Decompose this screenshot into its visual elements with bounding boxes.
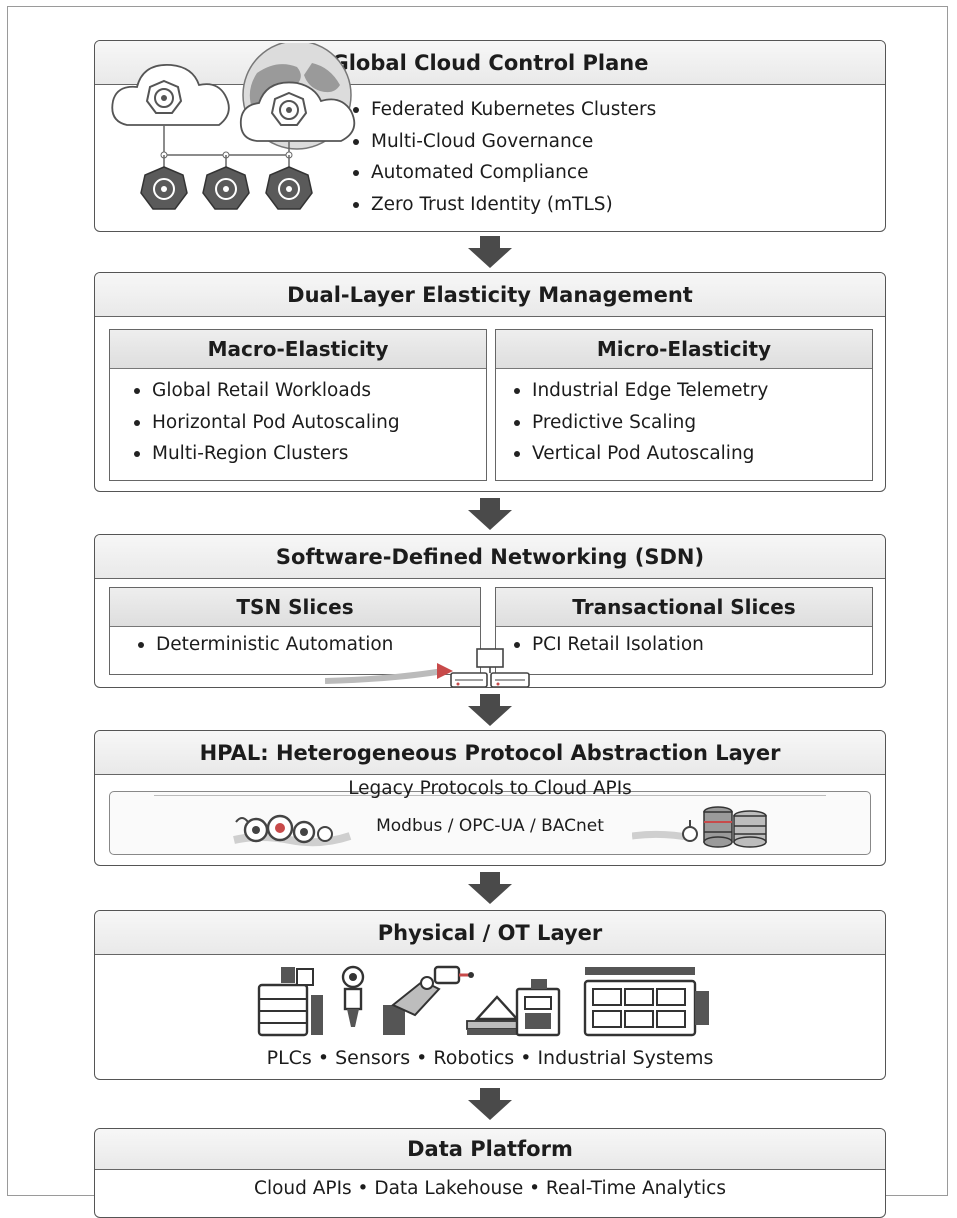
- micro-elasticity-title: Micro-Elasticity: [496, 330, 872, 369]
- network-switch-icon: [325, 663, 453, 684]
- hpal-title: HPAL: Heterogeneous Protocol Abstraction…: [95, 731, 885, 775]
- network-switch-device: [450, 648, 530, 687]
- data-platform: Data Platform Cloud APIs • Data Lakehous…: [94, 1128, 886, 1218]
- list-item: Multi-Region Clusters: [130, 438, 486, 470]
- down-arrow-icon: [468, 1088, 512, 1120]
- macro-elasticity-panel: Macro-Elasticity Global Retail Workloads…: [109, 329, 487, 481]
- list-item: PCI Retail Isolation: [510, 629, 872, 661]
- robot-arm-icon: [383, 965, 474, 1035]
- cloud-icon: [111, 43, 356, 210]
- tsn-slices-list: Deterministic Automation: [134, 629, 480, 661]
- data-platform-title: Data Platform: [95, 1129, 885, 1170]
- hpal-layer: HPAL: Heterogeneous Protocol Abstraction…: [94, 730, 886, 866]
- industrial-equipment-illustration: [257, 965, 709, 1037]
- list-item: Zero Trust Identity (mTLS): [349, 189, 656, 221]
- micro-elasticity-list: Industrial Edge Telemetry Predictive Sca…: [510, 375, 872, 470]
- hpal-protocols: Modbus / OPC-UA / BACnet: [376, 816, 604, 836]
- list-item: Vertical Pod Autoscaling: [510, 438, 872, 470]
- sdn-title: Software-Defined Networking (SDN): [95, 535, 885, 579]
- data-platform-caption: Cloud APIs • Data Lakehouse • Real-Time …: [254, 1178, 726, 1199]
- tsn-slices-panel: TSN Slices Deterministic Automation: [109, 587, 481, 675]
- macro-elasticity-list: Global Retail Workloads Horizontal Pod A…: [130, 375, 486, 470]
- micro-elasticity-panel: Micro-Elasticity Industrial Edge Telemet…: [495, 329, 873, 481]
- elasticity-management: Dual-Layer Elasticity Management Macro-E…: [94, 272, 886, 492]
- physical-title: Physical / OT Layer: [95, 911, 885, 955]
- transactional-slices-panel: Transactional Slices PCI Retail Isolatio…: [495, 587, 873, 675]
- software-defined-networking: Software-Defined Networking (SDN) TSN Sl…: [94, 534, 886, 688]
- hpal-inner-panel: Legacy Protocols to Cloud APIs Modbus / …: [109, 778, 871, 855]
- elasticity-title: Dual-Layer Elasticity Management: [95, 273, 885, 317]
- hpal-subtitle: Legacy Protocols to Cloud APIs: [348, 778, 632, 799]
- list-item: Horizontal Pod Autoscaling: [130, 407, 486, 439]
- physical-caption: PLCs • Sensors • Robotics • Industrial S…: [266, 1047, 714, 1069]
- sensor-icon: [341, 965, 365, 1027]
- transactional-slices-title: Transactional Slices: [496, 588, 872, 627]
- down-arrow-icon: [468, 236, 512, 268]
- cloud-cluster-illustration: [107, 43, 437, 229]
- transactional-slices-list: PCI Retail Isolation: [510, 629, 872, 661]
- down-arrow-icon: [468, 694, 512, 726]
- tsn-slices-title: TSN Slices: [110, 588, 480, 627]
- list-item: Industrial Edge Telemetry: [510, 375, 872, 407]
- list-item: Global Retail Workloads: [130, 375, 486, 407]
- global-plane-title: Global Cloud Control Plane: [95, 41, 885, 85]
- hpal-divider-line: [154, 795, 826, 796]
- list-item: Deterministic Automation: [134, 629, 480, 661]
- kubernetes-icon: [145, 79, 183, 114]
- list-item: Predictive Scaling: [510, 407, 872, 439]
- plc-icon: [257, 967, 323, 1037]
- database-icon: [632, 806, 767, 848]
- global-plane-list: Federated Kubernetes Clusters Multi-Clou…: [349, 94, 656, 220]
- gears-icon: [233, 814, 352, 847]
- industrial-machine-icon: [466, 979, 561, 1037]
- macro-elasticity-title: Macro-Elasticity: [110, 330, 486, 369]
- down-arrow-icon: [468, 872, 512, 904]
- global-cloud-control-plane: Global Cloud Control Plane: [94, 40, 886, 232]
- list-item: Federated Kubernetes Clusters: [349, 94, 656, 126]
- list-item: Automated Compliance: [349, 157, 656, 189]
- down-arrow-icon: [468, 498, 512, 530]
- physical-ot-layer: Physical / OT Layer: [94, 910, 886, 1080]
- list-item: Multi-Cloud Governance: [349, 126, 656, 158]
